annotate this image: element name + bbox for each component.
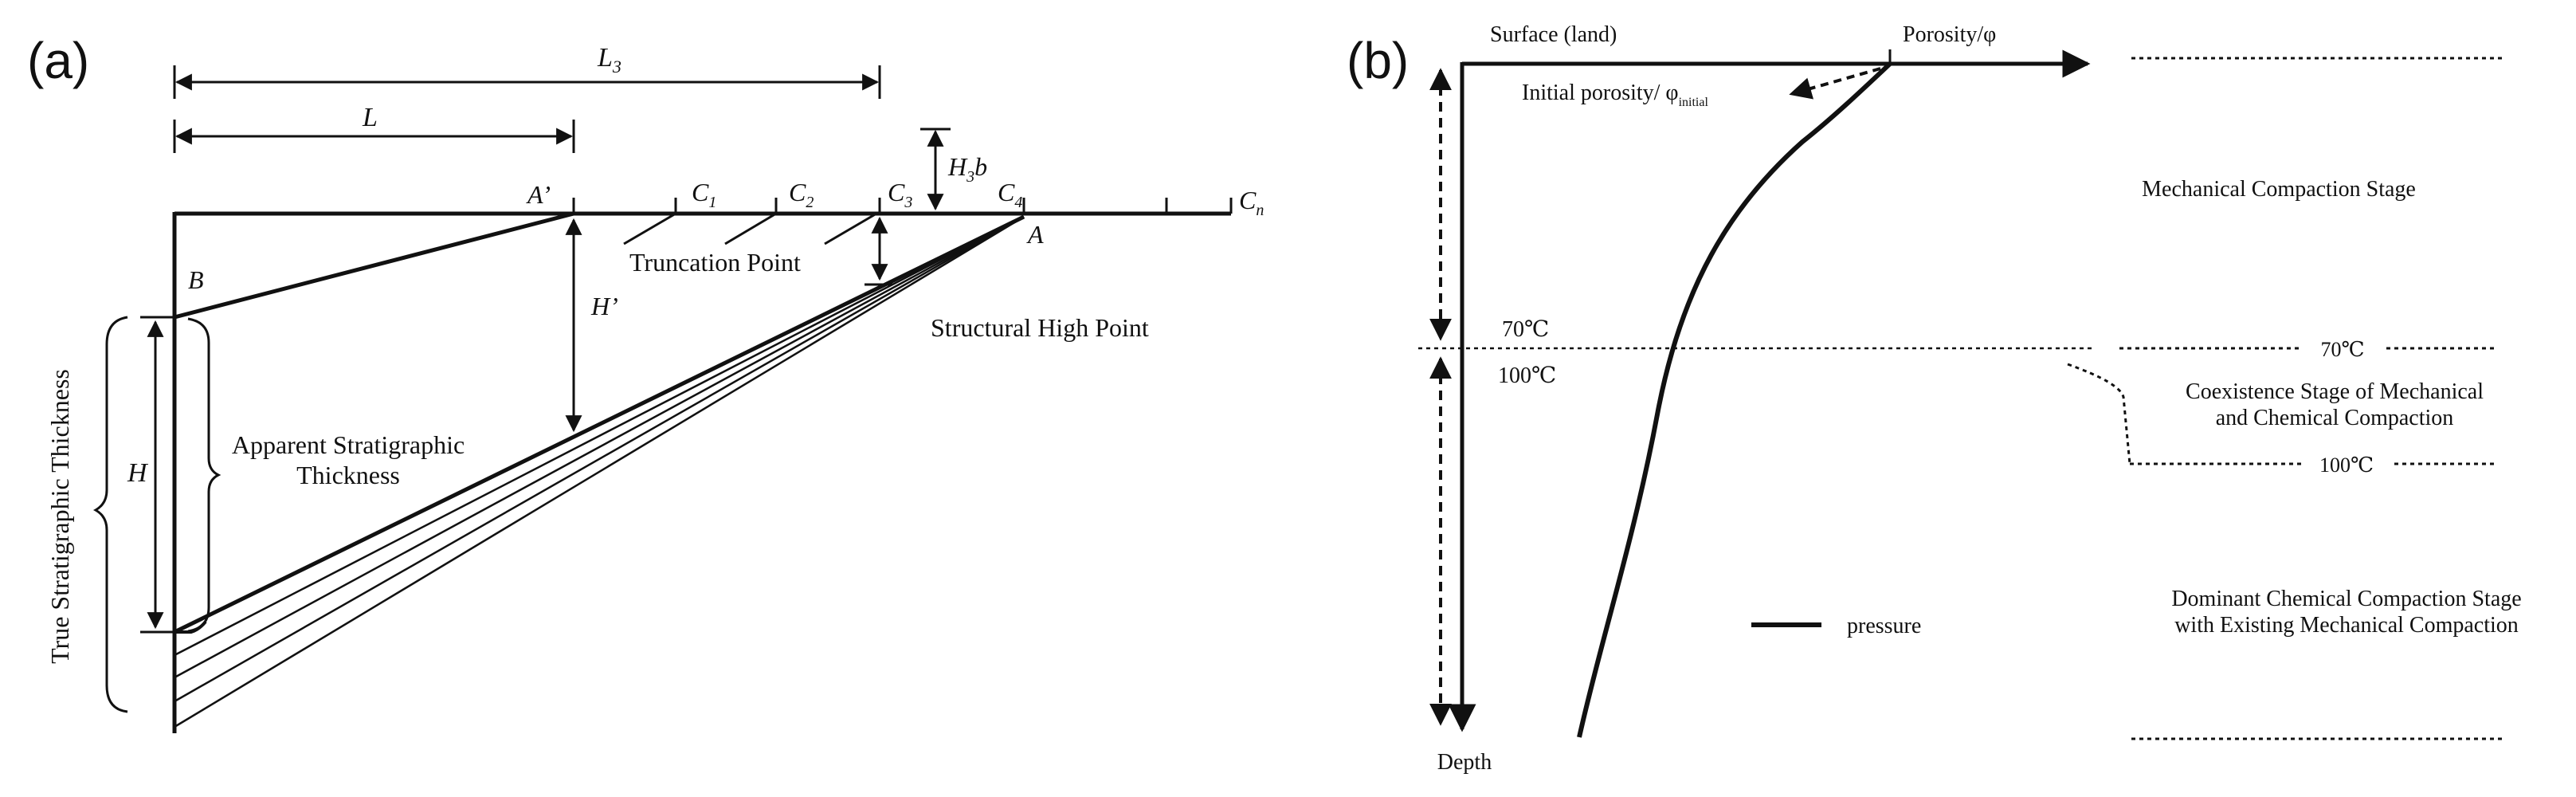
svg-text:H3b: H3b xyxy=(947,152,987,186)
label-h: H xyxy=(127,458,149,488)
label-c2-sub: 2 xyxy=(806,194,814,211)
apparent-bracket xyxy=(187,317,222,633)
label-porosity: Porosity/φ xyxy=(1903,22,1996,47)
label-a: A xyxy=(1026,220,1044,249)
label-b: B xyxy=(188,265,204,294)
svg-text:C1: C1 xyxy=(692,178,716,211)
panel-a: (a) L3 L xyxy=(27,32,1264,733)
initial-porosity-arrow xyxy=(1789,67,1881,100)
c-labels: C1 C2 C3 C4 Cn xyxy=(692,178,1264,219)
label-l: L xyxy=(362,103,378,132)
legend-label: pressure xyxy=(1847,614,1921,638)
stage-coexist-line2: and Chemical Compaction xyxy=(2216,406,2454,430)
label-c4: C xyxy=(998,178,1015,206)
label-apparent-line2: Thickness xyxy=(296,461,400,489)
label-a-prime: A’ xyxy=(526,180,551,209)
dimension-l: L xyxy=(173,103,575,153)
svg-text:Initial porosity/ φinitial: Initial porosity/ φinitial xyxy=(1522,80,1708,109)
label-c1: C xyxy=(692,178,709,206)
label-100c-left: 100℃ xyxy=(1498,363,1556,388)
svg-text:C4: C4 xyxy=(998,178,1022,211)
label-surface: Surface (land) xyxy=(1490,22,1617,47)
label-h3b-sub: 3 xyxy=(966,168,974,186)
panel-b: (b) Surface (land) Porosity/φ Depth Init… xyxy=(1347,22,2522,775)
label-initial-sub: initial xyxy=(1679,96,1709,109)
label-c3-sub: 3 xyxy=(904,194,912,211)
label-70c-left: 70℃ xyxy=(1502,317,1549,342)
svg-text:C2: C2 xyxy=(789,178,814,211)
stage-chemical-line2: with Existing Mechanical Compaction xyxy=(2174,613,2519,638)
panel-a-label: (a) xyxy=(27,32,89,89)
dimension-h: H xyxy=(127,316,174,634)
label-structural-high-point: Structural High Point xyxy=(931,313,1149,342)
label-truncation-point: Truncation Point xyxy=(629,248,801,277)
truncation-hatches xyxy=(623,212,877,245)
label-apparent-line1: Apparent Stratigraphic xyxy=(232,430,465,459)
surface-ticks xyxy=(572,198,1233,214)
label-c1-sub: 1 xyxy=(708,194,716,211)
strata-lines xyxy=(173,211,1025,728)
coexist-connector xyxy=(2067,363,2131,465)
svg-text:Cn: Cn xyxy=(1239,186,1264,219)
dimension-h3b: H3b xyxy=(920,128,987,211)
label-l3: L xyxy=(597,43,613,73)
label-h-prime: H’ xyxy=(590,292,618,320)
label-true-thickness: True Stratigraphic Thickness xyxy=(45,369,74,664)
label-c4-sub: 4 xyxy=(1014,194,1022,211)
label-100c-right: 100℃ xyxy=(2319,453,2374,477)
label-h3b-b: b xyxy=(974,152,987,181)
label-cn-sub: n xyxy=(1256,202,1264,219)
svg-text:L3: L3 xyxy=(597,43,621,77)
svg-text:C3: C3 xyxy=(888,178,912,211)
true-thickness-bracket xyxy=(92,316,128,713)
label-c2: C xyxy=(789,178,806,206)
porosity-curve xyxy=(1577,61,1892,738)
label-cn: C xyxy=(1239,186,1257,214)
truncation-arrow xyxy=(865,216,892,286)
label-h3b: H xyxy=(947,152,968,181)
panel-b-label: (b) xyxy=(1347,32,1409,89)
dimension-l3: L3 xyxy=(173,43,881,99)
label-l3-sub: 3 xyxy=(612,57,621,77)
label-70c-right: 70℃ xyxy=(2320,338,2364,361)
stage-mechanical: Mechanical Compaction Stage xyxy=(2142,177,2416,202)
stage-coexist-line1: Coexistence Stage of Mechanical xyxy=(2186,379,2484,404)
label-c3: C xyxy=(888,178,905,206)
label-initial-porosity: Initial porosity/ φ xyxy=(1522,80,1679,105)
label-depth: Depth xyxy=(1437,750,1492,775)
stage-chemical-line1: Dominant Chemical Compaction Stage xyxy=(2171,587,2521,611)
